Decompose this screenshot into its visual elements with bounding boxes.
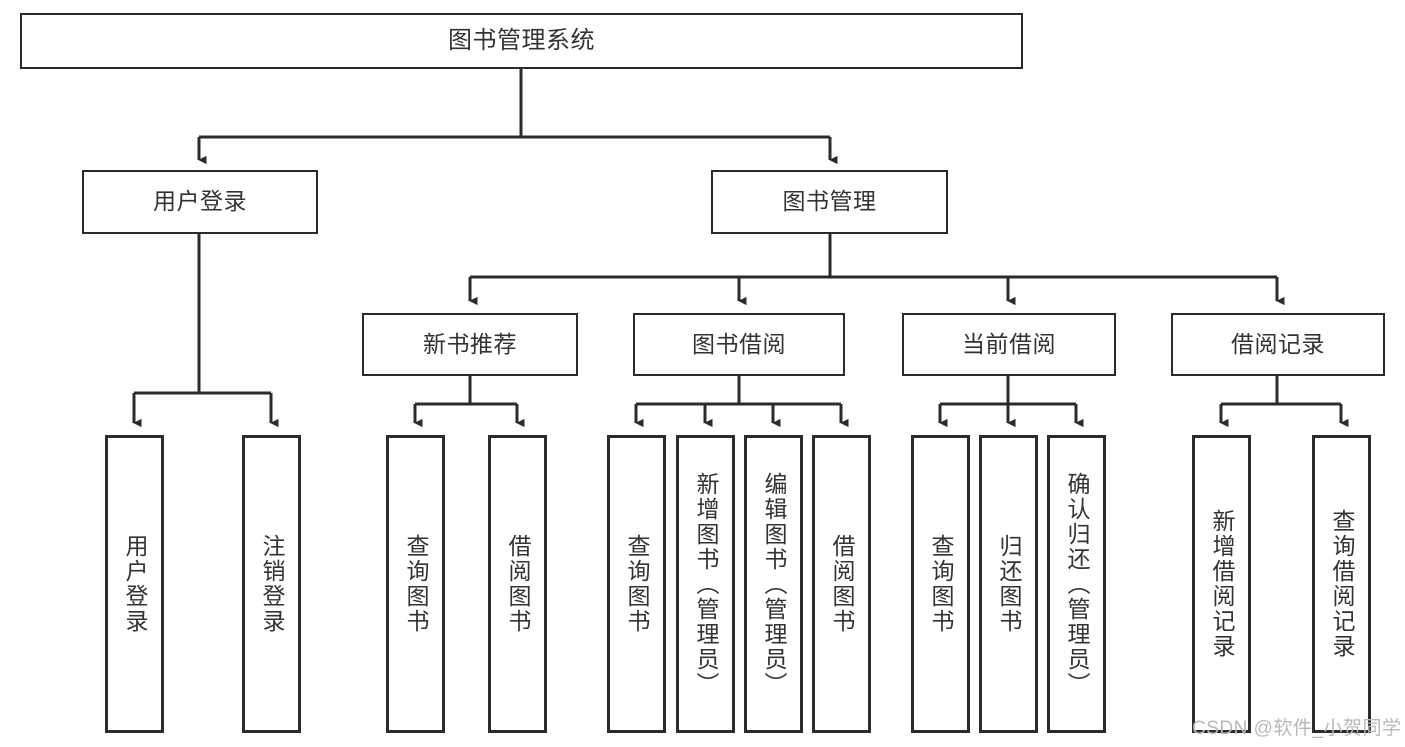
node-book-borrow[interactable]: 图书借阅 [633,313,845,376]
node-new-book-recommend[interactable]: 新书推荐 [362,313,578,376]
leaf-add-record[interactable]: 新增借阅记录 [1192,435,1251,733]
leaf-user-login-label: 用户登录 [122,534,149,634]
node-book-manage[interactable]: 图书管理 [711,170,948,234]
leaf-query-book-3-label: 查询图书 [928,534,955,634]
leaf-query-record[interactable]: 查询借阅记录 [1312,435,1371,733]
leaf-edit-book-label: 编辑图书（管理员） [761,471,788,697]
node-user-login[interactable]: 用户登录 [82,170,318,234]
leaf-borrow-book-1-label: 借阅图书 [505,534,532,634]
node-borrow-record[interactable]: 借阅记录 [1171,313,1385,376]
leaf-query-book-1-label: 查询图书 [403,534,430,634]
leaf-return-book-label: 归还图书 [996,534,1023,634]
node-current-borrow-label: 当前借阅 [962,330,1056,357]
leaf-confirm-return[interactable]: 确认归还（管理员） [1047,435,1106,733]
leaf-query-record-label: 查询借阅记录 [1329,509,1356,659]
leaf-borrow-book-1[interactable]: 借阅图书 [488,435,547,733]
node-current-borrow[interactable]: 当前借阅 [902,313,1116,376]
leaf-borrow-book-2[interactable]: 借阅图书 [812,435,871,733]
node-book-borrow-label: 图书借阅 [692,330,786,357]
leaf-borrow-book-2-label: 借阅图书 [829,534,856,634]
leaf-query-book-3[interactable]: 查询图书 [911,435,970,733]
leaf-return-book[interactable]: 归还图书 [979,435,1038,733]
leaf-query-book-2[interactable]: 查询图书 [607,435,666,733]
leaf-confirm-return-label: 确认归还（管理员） [1064,471,1091,697]
node-user-login-label: 用户登录 [153,188,247,215]
node-new-book-recommend-label: 新书推荐 [423,330,517,357]
leaf-edit-book[interactable]: 编辑图书（管理员） [744,435,803,733]
leaf-user-login[interactable]: 用户登录 [105,435,164,733]
leaf-user-logout[interactable]: 注销登录 [242,435,301,733]
node-borrow-record-label: 借阅记录 [1231,330,1325,357]
leaf-query-book-1[interactable]: 查询图书 [386,435,445,733]
node-root[interactable]: 图书管理系统 [20,13,1023,69]
leaf-query-book-2-label: 查询图书 [624,534,651,634]
leaf-add-book[interactable]: 新增图书（管理员） [676,435,735,733]
node-book-manage-label: 图书管理 [782,188,877,215]
leaf-add-record-label: 新增借阅记录 [1209,509,1236,659]
leaf-add-book-label: 新增图书（管理员） [693,471,720,697]
leaf-user-logout-label: 注销登录 [259,534,286,634]
node-root-label: 图书管理系统 [448,26,595,54]
